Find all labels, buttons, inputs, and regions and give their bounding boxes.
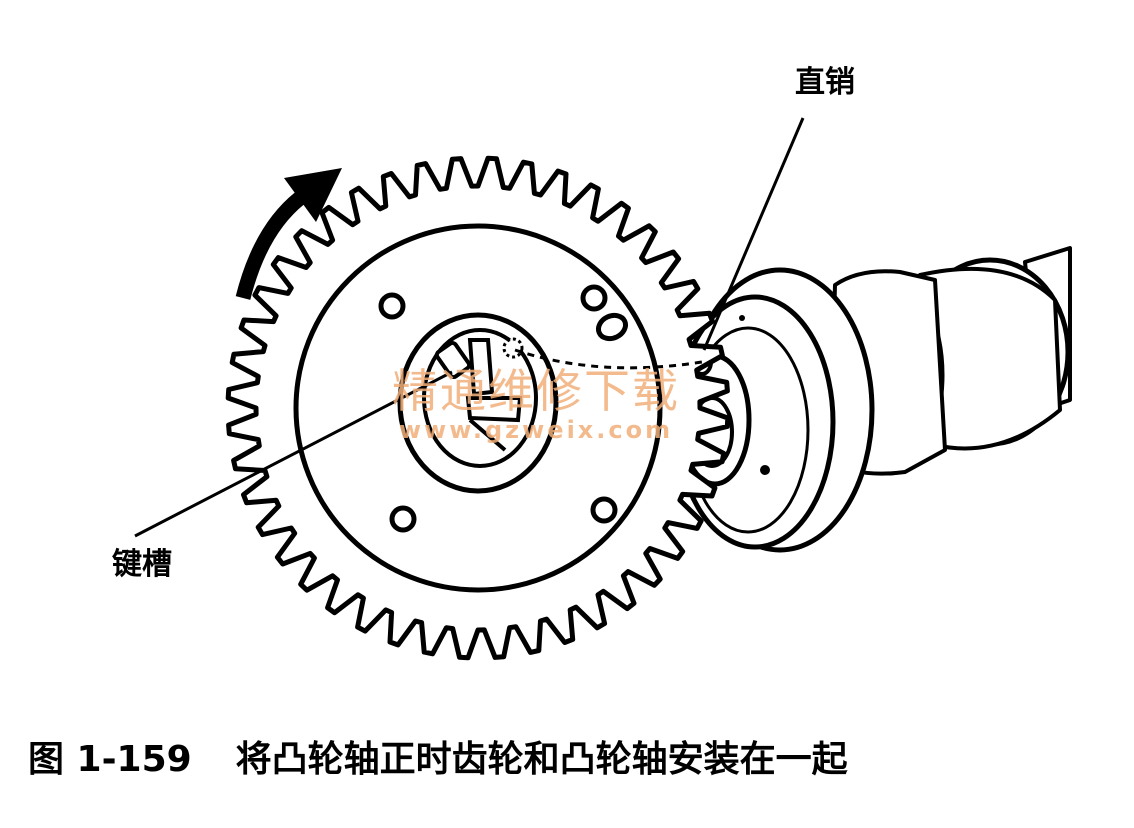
camshaft-timing-gear: [225, 155, 731, 661]
figure-number: 图 1-159: [28, 739, 192, 780]
keyway-leader-line: [134, 370, 453, 538]
camshaft: [674, 246, 1072, 553]
pin-leader-line: [702, 117, 805, 351]
keyway: [434, 338, 523, 452]
gear-holes: [378, 284, 629, 533]
figure-caption-text: 将凸轮轴正时齿轮和凸轮轴安装在一起: [235, 739, 848, 780]
figure-caption: 图 1-159 将凸轮轴正时齿轮和凸轮轴安装在一起: [28, 742, 848, 778]
alignment-dashed-line: [514, 348, 703, 370]
keyway-label: 键槽: [112, 547, 172, 582]
rotation-arrow: [235, 168, 342, 300]
straight-pin-label: 直销: [795, 65, 855, 100]
